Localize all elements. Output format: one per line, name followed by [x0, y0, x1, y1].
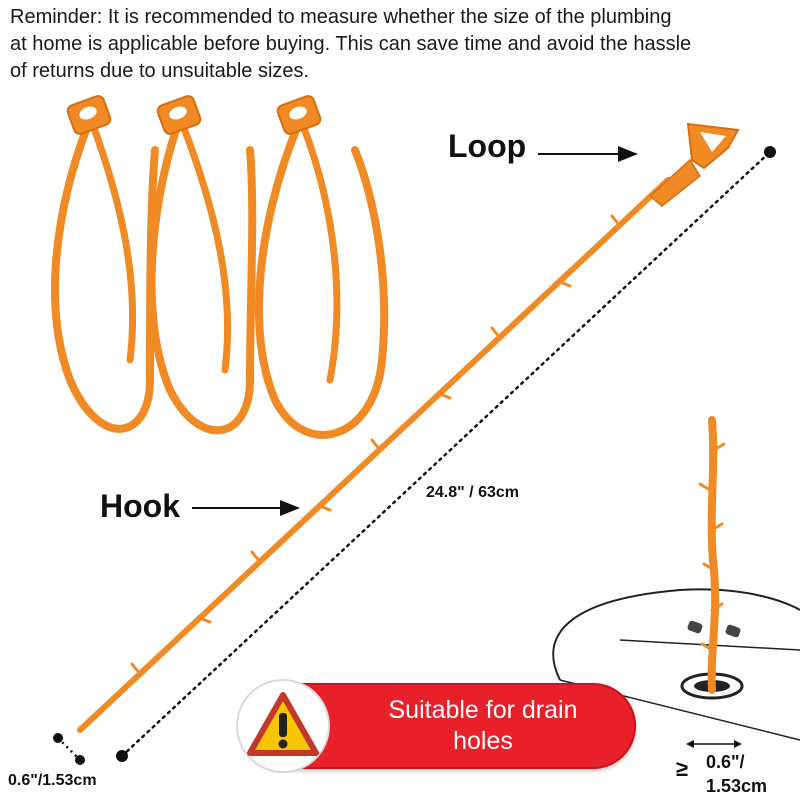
sink-drain-illustration [552, 416, 800, 741]
coiled-drain-snake-1 [50, 95, 159, 433]
reminder-line-1: Reminder: It is recommended to measure w… [10, 6, 672, 28]
width-measure-arrow-right [686, 740, 742, 748]
coiled-drain-snake-2 [147, 95, 257, 435]
badge-line-2: holes [453, 727, 513, 755]
coiled-drain-snake-3 [254, 95, 389, 439]
reminder-line-2: at home is applicable before buying. Thi… [10, 33, 692, 55]
length-measure-end-bottom [116, 750, 128, 762]
warning-triangle-icon [247, 692, 319, 756]
hook-label: Hook [100, 488, 180, 524]
length-measure-end-top [764, 146, 776, 158]
width-label-right-line-1: 0.6"/ [706, 752, 745, 772]
warning-badge-circle [238, 681, 328, 771]
greater-equal-symbol: ≥ [676, 756, 689, 781]
drain-suitability-badge: Suitable for drain holes [238, 681, 636, 771]
badge-line-1: Suitable for drain [388, 696, 578, 724]
reminder-line-3: of returns due to unsuitable sizes. [10, 60, 310, 82]
width-label-right-line-2: 1.53cm [706, 776, 768, 796]
badge-text: Suitable for drain holes [340, 695, 626, 757]
length-measure-line [120, 150, 772, 758]
straight-drain-snake [77, 122, 740, 733]
width-label-left: 0.6"/1.53cm [8, 772, 97, 789]
reminder-text: Reminder: It is recommended to measure w… [10, 4, 790, 85]
length-label: 24.8" / 63cm [426, 484, 519, 501]
loop-label: Loop [448, 128, 527, 164]
